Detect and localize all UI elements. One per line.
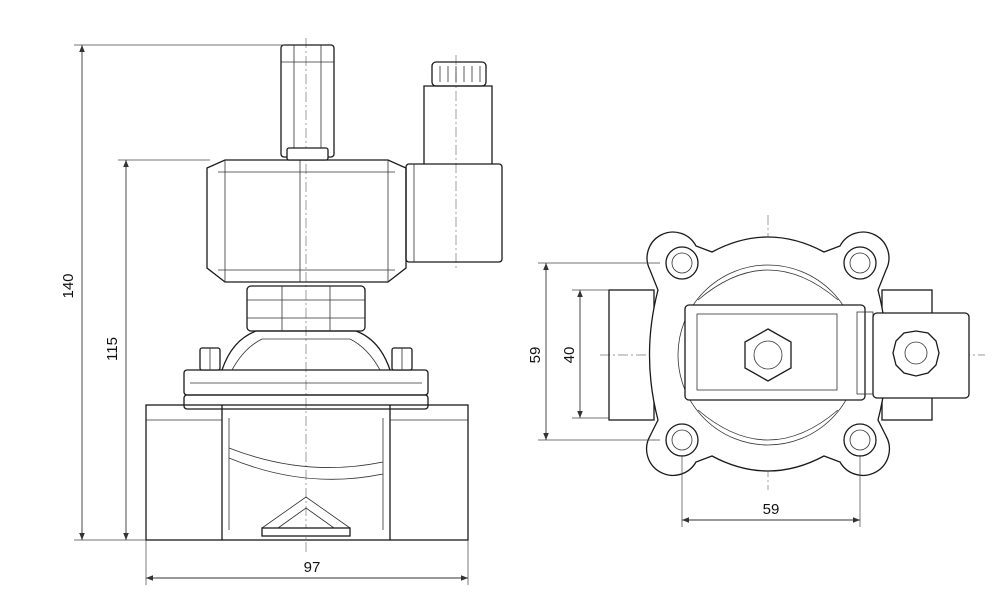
dimension-label-97: 97 [304, 559, 321, 576]
dimension-label-40: 40 [561, 347, 578, 364]
top-stem [280, 44, 335, 161]
dimension-body-width: 97 [145, 540, 469, 585]
valve-bonnet [183, 330, 429, 410]
connector-top [872, 312, 970, 399]
dimension-label-59-horizontal: 59 [763, 501, 780, 518]
coil-top [684, 304, 874, 401]
coil-housing [206, 159, 407, 283]
dimension-label-59-vertical: 59 [527, 347, 544, 364]
hex-nut [246, 285, 366, 332]
dimension-label-115: 115 [104, 337, 121, 361]
dimension-port-height: 40 [561, 289, 609, 419]
dimension-label-140: 140 [60, 273, 77, 298]
side-view: 140 115 97 [60, 38, 503, 585]
dimension-flange-width: 59 [681, 455, 861, 527]
valve-body [145, 404, 469, 541]
dimension-body-height: 115 [104, 159, 210, 540]
connector-box [405, 61, 503, 263]
top-view: 59 40 59 [527, 215, 985, 527]
dimension-overall-height: 140 [60, 44, 284, 541]
dimension-flange-height: 59 [527, 262, 660, 441]
